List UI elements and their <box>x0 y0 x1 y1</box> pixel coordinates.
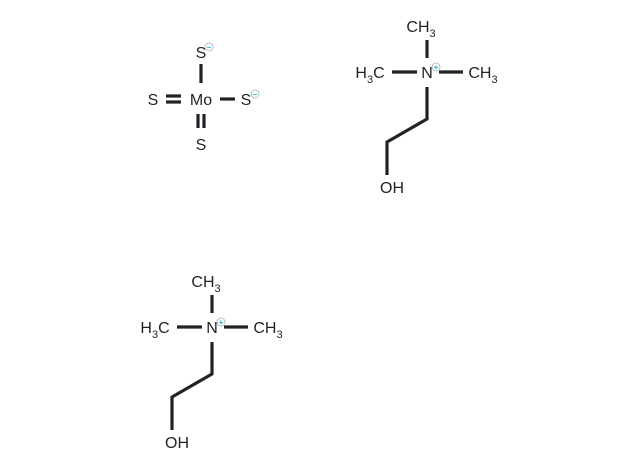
svg-text:CH3: CH3 <box>468 65 497 86</box>
charge-s-top: − <box>204 42 214 52</box>
atom-ch3-top: CH3 <box>191 274 220 295</box>
charge-n: + <box>431 62 441 72</box>
choline-cation-2: N CH3 H3C CH3 OH + <box>140 274 282 452</box>
atom-h3c-left: H3C <box>355 65 384 86</box>
tetrathiomolybdate: Mo S S S S − − <box>148 42 260 154</box>
atom-ch3-top: CH3 <box>406 19 435 40</box>
svg-text:CH3: CH3 <box>406 19 435 40</box>
svg-text:−: − <box>207 43 212 52</box>
svg-text:H3C: H3C <box>140 320 169 341</box>
svg-text:+: + <box>434 63 439 72</box>
atom-ch3-right: CH3 <box>253 320 282 341</box>
atom-oh: OH <box>380 180 404 197</box>
svg-text:H3C: H3C <box>355 65 384 86</box>
svg-text:CH3: CH3 <box>191 274 220 295</box>
atom-h3c-left: H3C <box>140 320 169 341</box>
atom-mo: Mo <box>190 92 212 109</box>
charge-s-right: − <box>250 89 260 99</box>
charge-n: + <box>216 317 226 327</box>
svg-text:CH3: CH3 <box>253 320 282 341</box>
bond-chain <box>170 342 214 430</box>
atom-s-right: S <box>241 92 252 109</box>
atom-oh: OH <box>165 435 189 452</box>
atom-s-top: S <box>196 45 207 62</box>
choline-cation-1: N CH3 H3C CH3 OH + <box>355 19 497 197</box>
atom-s-bottom: S <box>196 137 207 154</box>
atom-n: N <box>421 65 433 82</box>
atom-s-left: S <box>148 92 159 109</box>
svg-text:+: + <box>219 318 224 327</box>
svg-text:−: − <box>253 90 258 99</box>
bond-chain <box>385 87 429 175</box>
atom-n: N <box>206 320 218 337</box>
atom-ch3-right: CH3 <box>468 65 497 86</box>
